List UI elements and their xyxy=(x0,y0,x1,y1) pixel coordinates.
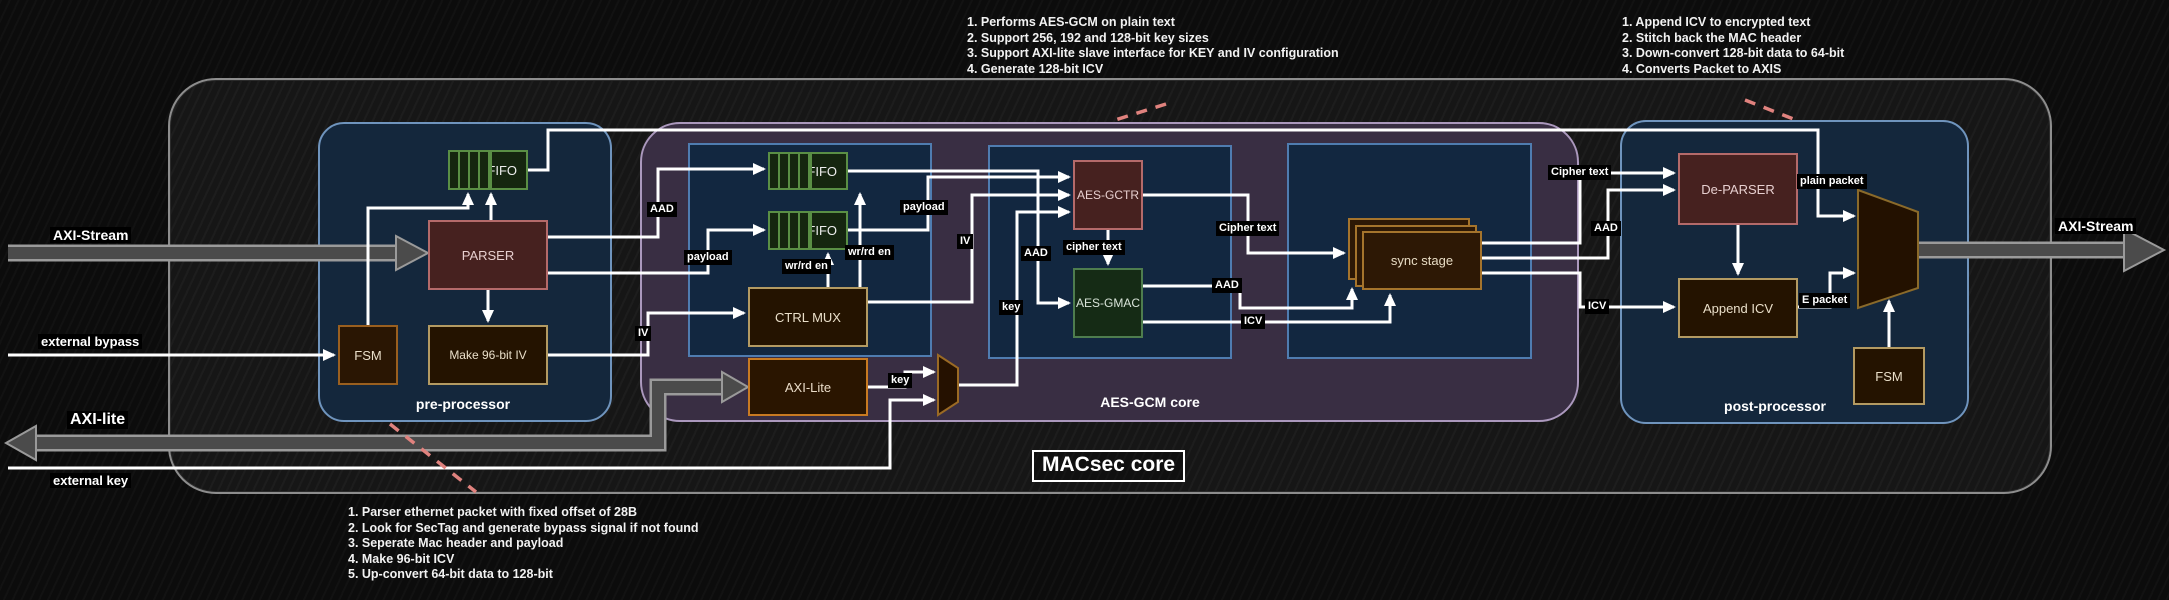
chip-icv-post: ICV xyxy=(1585,299,1610,314)
pre-fsm-label: FSM xyxy=(354,347,382,363)
axi-stream-in-bus xyxy=(8,234,431,272)
ctrl-mux-label: CTRL MUX xyxy=(775,309,841,325)
wire-fsm-to-fifo xyxy=(366,192,474,325)
chip-wr-rd-en-right: wr/rd en xyxy=(845,245,894,260)
aes-gcm-note-line: 2. Support 256, 192 and 128-bit key size… xyxy=(967,30,1209,45)
wire-external-key xyxy=(8,394,936,470)
aes-gctr-block: AES-GCTR xyxy=(1073,160,1143,230)
chip-aad-mid: AAD xyxy=(1021,246,1051,261)
make-iv-block: Make 96-bit IV xyxy=(428,325,548,385)
post-processor-notes: 1. Append ICV to encrypted text 2. Stitc… xyxy=(1622,15,1844,77)
axi-stream-out-bus xyxy=(1918,227,2167,273)
aes-gcm-core-label: AES-GCM core xyxy=(1100,394,1200,410)
wire-key-to-gctr xyxy=(958,206,1071,387)
payload-fifo-block: FIFO xyxy=(768,211,848,250)
append-icv-block: Append ICV xyxy=(1678,278,1798,338)
external-key-label: external key xyxy=(50,473,132,488)
axi-lite-block: AXI-Lite xyxy=(748,358,868,416)
post-note-line: 1. Append ICV to encrypted text xyxy=(1622,15,1811,29)
parser-block: PARSER xyxy=(428,220,548,290)
post-processor-label: post-processor xyxy=(1724,398,1826,414)
wire-sync-aad-out xyxy=(1482,184,1676,260)
axi-lite-label: AXI-lite xyxy=(67,411,129,429)
aes-gmac-block: AES-GMAC xyxy=(1073,268,1143,338)
pre-fifo-block: FIFO xyxy=(448,150,528,190)
pre-note-line: 2. Look for SecTag and generate bypass s… xyxy=(348,520,699,535)
leader-aes-gcm xyxy=(1111,102,1167,123)
sync-stage-block: sync stage xyxy=(1362,231,1482,290)
append-icv-label: Append ICV xyxy=(1702,300,1774,316)
make-iv-label: Make 96-bit IV xyxy=(449,348,527,362)
axi-stream-in-label: AXI-Stream xyxy=(50,227,132,243)
aes-gcm-note-line: 1. Performs AES-GCM on plain text xyxy=(967,15,1175,29)
chip-payload-pre: payload xyxy=(684,250,732,265)
post-fsm-block: FSM xyxy=(1853,347,1925,405)
wire-fifo-aad-to-gmac xyxy=(848,169,1071,309)
key-mux xyxy=(937,353,959,417)
chip-e-packet: E packet xyxy=(1799,293,1851,308)
aad-fifo-label: FIFO xyxy=(807,163,837,179)
aes-gcm-note-line: 3. Support AXI-lite slave interface for … xyxy=(967,46,1339,60)
sync-stage-label: sync stage xyxy=(1390,253,1454,268)
leader-post-processor xyxy=(1744,98,1797,122)
chip-cipher-text-down: cipher text xyxy=(1063,240,1125,255)
chip-cipher-text-out: Cipher text xyxy=(1216,221,1280,236)
chip-aad-post: AAD xyxy=(1591,221,1621,236)
chip-aad-pre: AAD xyxy=(647,202,677,217)
payload-fifo-label: FIFO xyxy=(807,223,837,238)
wire-sync-cipher-out xyxy=(1482,167,1676,245)
chip-iv-pre: IV xyxy=(635,326,652,341)
parser-label: PARSER xyxy=(461,247,515,263)
chip-icv-out: ICV xyxy=(1241,314,1266,329)
chip-plain-packet: plain packet xyxy=(1797,174,1867,189)
aes-gctr-label: AES-GCTR xyxy=(1076,188,1139,202)
pre-fsm-block: FSM xyxy=(338,325,398,385)
pre-fifo-label: FIFO xyxy=(487,162,517,178)
wire-bypass-plain-packet xyxy=(528,128,1856,222)
pre-processor-notes: 1. Parser ethernet packet with fixed off… xyxy=(348,505,699,583)
chip-cipher-text-post: Cipher text xyxy=(1548,165,1612,180)
pre-note-line: 1. Parser ethernet packet with fixed off… xyxy=(348,505,637,519)
wire-gmac-icv-to-sync xyxy=(1143,293,1396,324)
output-mux xyxy=(1857,188,1919,310)
pre-note-line: 4. Make 96-bit ICV xyxy=(348,551,455,566)
wire-gmac-aad-to-sync xyxy=(1143,284,1358,310)
chip-wr-rd-en-left: wr/rd en xyxy=(782,259,831,274)
post-note-line: 4. Converts Packet to AXIS xyxy=(1622,61,1782,76)
chip-key-mid: key xyxy=(999,300,1024,315)
ctrl-mux-block: CTRL MUX xyxy=(748,287,868,347)
axi-lite-label: AXI-Lite xyxy=(784,379,832,395)
wire-sync-icv-out xyxy=(1482,271,1676,313)
post-note-line: 3. Down-convert 128-bit data to 64-bit xyxy=(1622,46,1845,60)
aes-gcm-note-line: 4. Generate 128-bit ICV xyxy=(967,61,1104,76)
de-parser-label: De-PARSER xyxy=(1701,181,1775,197)
leader-pre-processor xyxy=(388,422,478,494)
pre-note-line: 5. Up-convert 64-bit data to 128-bit xyxy=(348,567,553,581)
post-note-line: 2. Stitch back the MAC header xyxy=(1622,30,1802,45)
macsec-core-title: MACsec core xyxy=(1032,450,1186,482)
aad-fifo-block: FIFO xyxy=(768,152,848,190)
de-parser-block: De-PARSER xyxy=(1678,153,1798,225)
post-fsm-label: FSM xyxy=(1875,368,1903,384)
chip-payload-mid: payload xyxy=(900,200,948,215)
external-bypass-label: external bypass xyxy=(38,334,143,349)
chip-aad-out: AAD xyxy=(1212,278,1242,293)
wire-fifo-payload-to-gctr xyxy=(848,171,1071,232)
pre-processor-label: pre-processor xyxy=(415,396,511,412)
axi-stream-out-label: AXI-Stream xyxy=(2055,218,2137,234)
aes-gcm-notes: 1. Performs AES-GCM on plain text 2. Sup… xyxy=(967,15,1339,77)
aes-gmac-label: AES-GMAC xyxy=(1075,296,1140,310)
pre-note-line: 3. Seperate Mac header and payload xyxy=(348,536,564,550)
chip-iv-mid: IV xyxy=(957,234,974,249)
chip-key-axilite: key xyxy=(888,373,913,388)
axi-lite-bus xyxy=(3,370,751,462)
